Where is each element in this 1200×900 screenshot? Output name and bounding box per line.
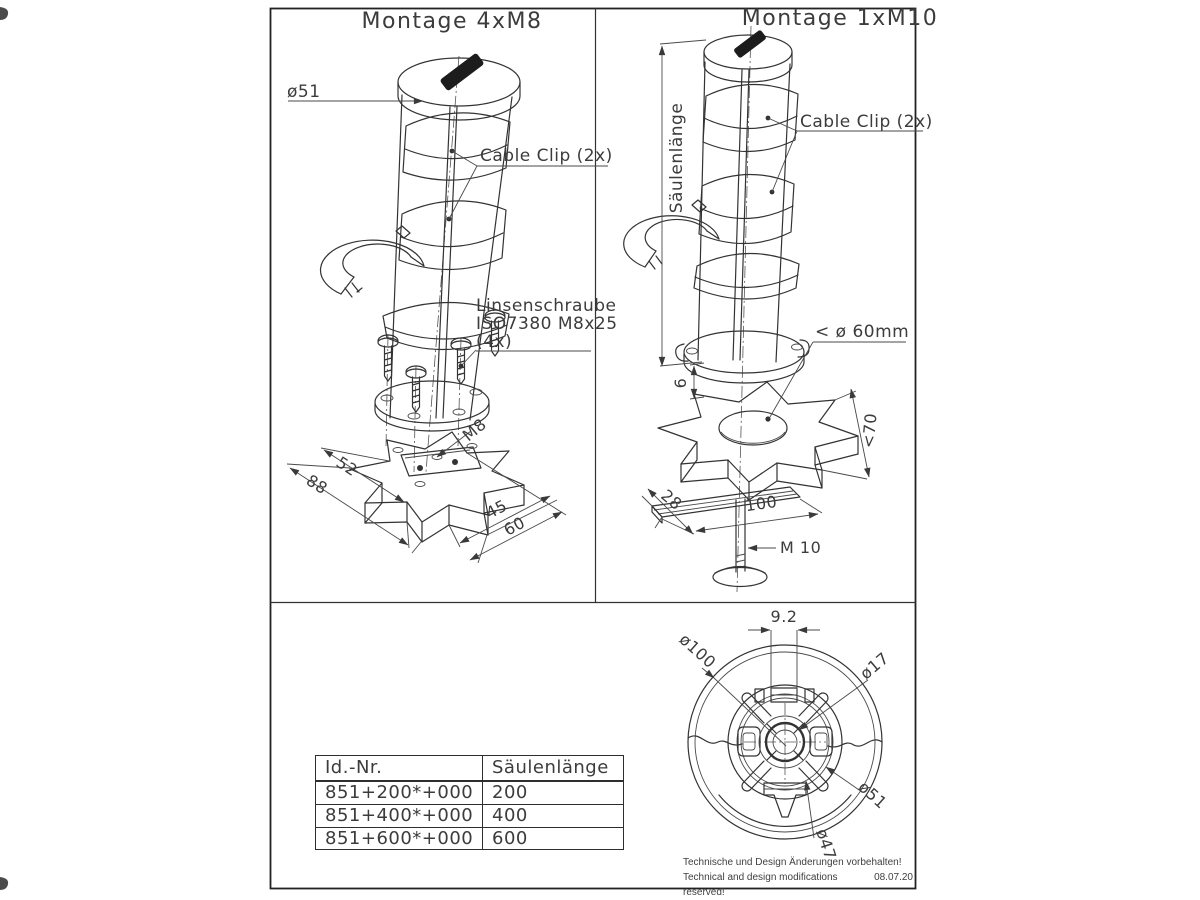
dia-100-callout: ø100 (676, 630, 787, 747)
dim-70-label: <70 (859, 412, 881, 449)
cable-clip-callout: Cable Clip (2x) (765, 112, 933, 195)
table-row: 851+400*+000 400 (316, 803, 623, 827)
cable-clip-lower (698, 173, 795, 245)
column-cap (703, 30, 793, 83)
cable-clip-upper (402, 112, 511, 181)
length-value: 400 (492, 804, 528, 826)
star-base (657, 381, 859, 501)
cable-clip-label: Cable Clip (2x) (800, 112, 933, 132)
thread-m10-callout: M 10 (747, 538, 821, 557)
dia-17-label: ø17 (856, 648, 892, 683)
dim-28-label: 28 (657, 486, 686, 514)
brand-logo (734, 30, 766, 58)
revision-date: 08.07.20 (874, 872, 913, 883)
collar-ring (382, 301, 510, 351)
bottom-view: 9.2 ø100 ø17 ø51 ø47 (676, 607, 893, 862)
variants-table: Id.-Nr. Säulenlänge 851+200*+000 200 851… (315, 755, 624, 851)
dim-100-label: 100 (744, 492, 778, 515)
column-cap (397, 53, 521, 121)
m10-bolt (712, 498, 768, 588)
screw-label-line3: (4x) (476, 332, 512, 352)
center-boss (758, 715, 812, 769)
cable-clip-upper (702, 83, 799, 153)
slot-dimension: 9.2 (748, 607, 820, 697)
screw-label-line1: Linsenschraube (476, 296, 616, 316)
side-holes (737, 726, 833, 757)
star-base (349, 431, 525, 543)
id-nr-value: 851+400*+000 (316, 804, 483, 827)
dim-6-label: 6 (671, 378, 690, 389)
drawing-frame (269, 7, 917, 890)
left-panel-title: Montage 4xM8 (362, 9, 543, 34)
cable-clip-label: Cable Clip (2x) (480, 146, 613, 166)
thread-m10-label: M 10 (780, 538, 821, 557)
cable-clip-callout: Cable Clip (2x) (446, 146, 613, 222)
length-value: 600 (492, 827, 528, 849)
dim-88-label: 88 (303, 471, 331, 499)
dim-9-2-label: 9.2 (771, 607, 798, 626)
table-row: 851+600*+000 600 (316, 826, 623, 850)
flange-thickness-dimension: 6 (671, 362, 705, 400)
panel-montage-4xm8: ø51 Cable Clip (2x) Linsenschraube ISO73… (286, 53, 618, 564)
right-panel-title: Montage 1xM10 (742, 6, 938, 31)
dim-52-label: 52 (333, 453, 361, 481)
wedge-slots (741, 692, 829, 792)
brand-logo (440, 53, 484, 91)
mounting-flange (675, 330, 810, 384)
note-german: Technische und Design Änderungen vorbeha… (683, 857, 902, 868)
header-id-nr: Id.-Nr. (316, 756, 483, 780)
table-header-row: Id.-Nr. Säulenlänge (316, 756, 623, 781)
clamp-ring (319, 225, 425, 298)
screw-label-line2: ISO7380 M8x25 (476, 314, 618, 334)
panel-montage-1xm10: Säulenlänge 6 Cable Clip (2x) < ø 60mm (623, 25, 933, 593)
dia-51-dimension: ø51 (287, 82, 424, 105)
screw-callout: Linsenschraube ISO7380 M8x25 (4x) (458, 296, 618, 369)
top-slot (754, 687, 815, 703)
column-length-dimension: Säulenlänge (658, 39, 707, 367)
rail-length-dimension: 100 (661, 492, 823, 535)
dia-100-label: ø100 (676, 630, 720, 672)
cable-clip-lower (398, 200, 507, 271)
footer-notes: Technische und Design Änderungen vorbeha… (683, 855, 913, 900)
id-nr-value: 851+200*+000 (316, 782, 483, 804)
dia-51-label: ø51 (287, 82, 321, 102)
base-dimensions: 88 52 45 60 M8 (286, 414, 567, 564)
note-english: Technical and design modifications reser… (683, 872, 838, 898)
mounting-flange (374, 380, 490, 432)
max-tube-label: < ø 60mm (815, 322, 909, 342)
length-value: 200 (492, 782, 528, 803)
header-saeulenlaenge: Säulenlänge (492, 757, 609, 778)
table-row: 851+200*+000 200 (316, 781, 623, 804)
max-tube-callout: < ø 60mm (765, 322, 909, 422)
base-width-dimension: <70 (821, 388, 881, 480)
column-length-label: Säulenlänge (667, 103, 687, 214)
dia-51-label: ø51 (855, 777, 891, 812)
collar-ring (693, 252, 800, 300)
scan-marks (0, 7, 9, 890)
id-nr-value: 851+600*+000 (316, 827, 483, 850)
